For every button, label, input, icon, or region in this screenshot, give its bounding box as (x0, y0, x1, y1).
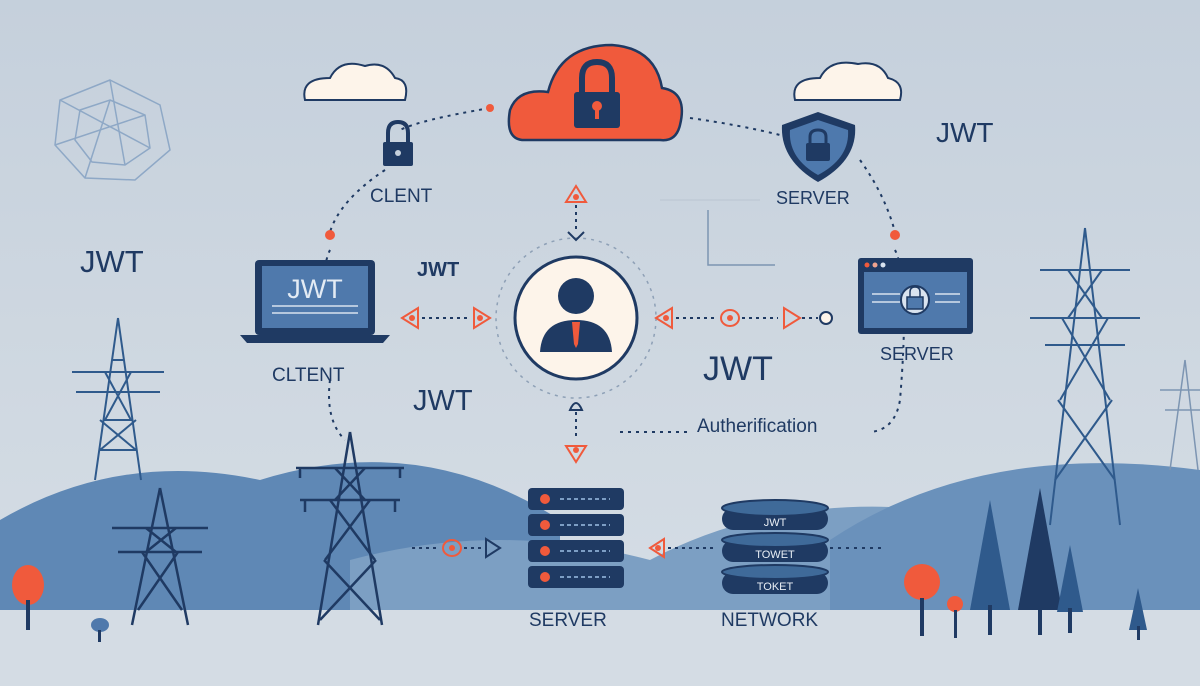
server-label: SERVER (880, 344, 954, 364)
arrow-left-right (654, 306, 833, 330)
laptop-screen-label: JWT (287, 274, 342, 304)
database-icon: JWT TOWET TOKET (721, 499, 829, 594)
server-label: SERVER (776, 188, 850, 208)
connector-dot (325, 230, 335, 240)
arrow-right (412, 537, 502, 559)
connector-dot (890, 230, 900, 240)
transmission-tower-icon (72, 317, 164, 481)
browser-window-icon (858, 258, 973, 334)
cloud-icon (793, 61, 903, 101)
jwt-label: JWT (936, 117, 994, 148)
connector-dot (486, 104, 494, 112)
guide-line (707, 210, 775, 266)
db-disk-label: TOKET (757, 581, 794, 593)
laptop-icon (240, 260, 390, 343)
padlock-icon (383, 119, 413, 166)
transmission-tower-icon (1030, 227, 1140, 526)
tree-icon (12, 488, 1147, 642)
db-disk-label: JWT (764, 517, 787, 529)
network-globe-icon (54, 79, 171, 181)
jwt-label: JWT (417, 259, 459, 281)
ground (0, 610, 1200, 686)
server-label: SERVER (529, 610, 607, 631)
client-label: CLENT (370, 186, 433, 207)
transmission-tower-icon (112, 487, 208, 626)
jwt-label: JWT (703, 350, 773, 388)
padlock-icon (574, 58, 620, 128)
server-rack-icon (528, 488, 624, 588)
db-disk-label: TOWET (755, 549, 795, 561)
network-label: NETWORK (721, 610, 818, 631)
arrow-down (564, 402, 588, 464)
cloud-icon (303, 62, 408, 101)
arrow-left-right (400, 306, 492, 330)
transmission-tower-icon (1160, 359, 1200, 471)
connection-arcs (322, 107, 905, 549)
arrow-up (564, 184, 588, 242)
arrow-left (648, 537, 715, 559)
transmission-tower-icon (296, 431, 404, 626)
authentication-label: Autherification (697, 416, 817, 437)
client-label: CLTENT (272, 365, 345, 386)
user-icon (513, 255, 639, 381)
jwt-label: JWT (413, 385, 473, 417)
shield-lock-icon (781, 112, 856, 182)
jwt-label: JWT (80, 244, 144, 279)
